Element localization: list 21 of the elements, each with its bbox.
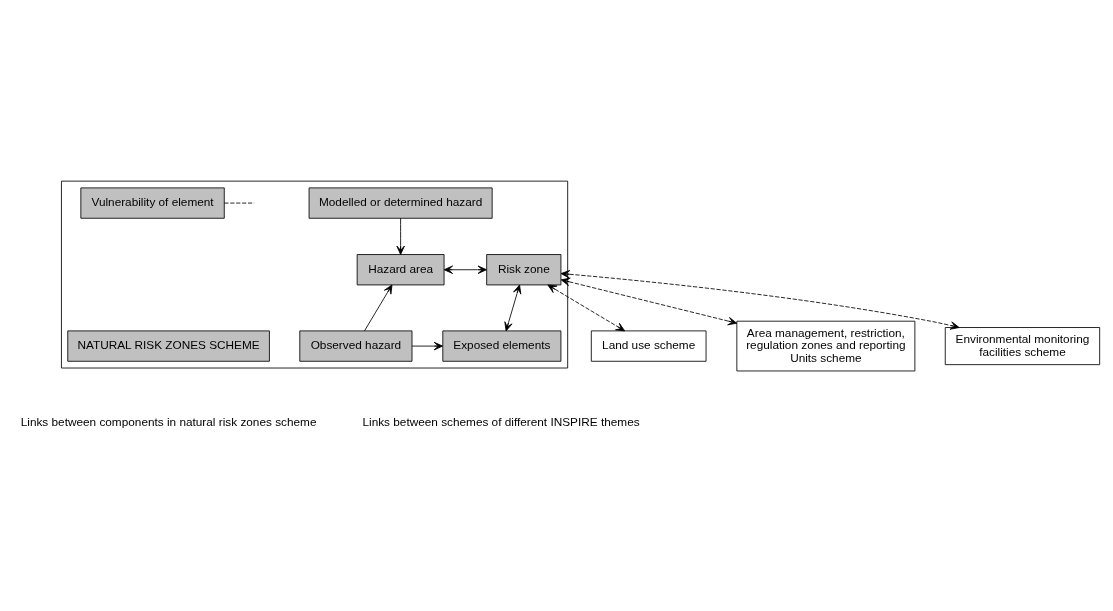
node-box: Observed hazard	[299, 329, 413, 362]
arrow	[396, 217, 405, 255]
node-box: Modelled or determined hazard	[308, 186, 493, 219]
arrow	[560, 277, 738, 325]
arrow	[443, 265, 487, 274]
node-box: Exposed elements	[442, 329, 562, 362]
arrow	[504, 284, 522, 331]
arrow	[411, 341, 443, 350]
node-box: Hazard area	[356, 253, 445, 285]
node-box: NATURAL RISK ZONES SCHEME	[67, 329, 270, 362]
node-box: Land use scheme	[590, 329, 707, 362]
arrow	[560, 269, 960, 330]
node-box: Area management, restriction, regulation zones and reporting Units scheme	[736, 320, 916, 371]
arrow	[364, 284, 393, 331]
node-box: Environmental monitoring facilities scheme	[944, 326, 1101, 365]
arrow	[547, 284, 626, 331]
node-box: Vulnerability of element	[80, 186, 225, 219]
legend-label: Links between components in natural risk zones scheme	[20, 414, 317, 429]
legend-label: Links between schemes of different INSPIRE themes	[362, 414, 640, 429]
node-box: Risk zone	[486, 253, 562, 285]
connector	[223, 202, 255, 203]
